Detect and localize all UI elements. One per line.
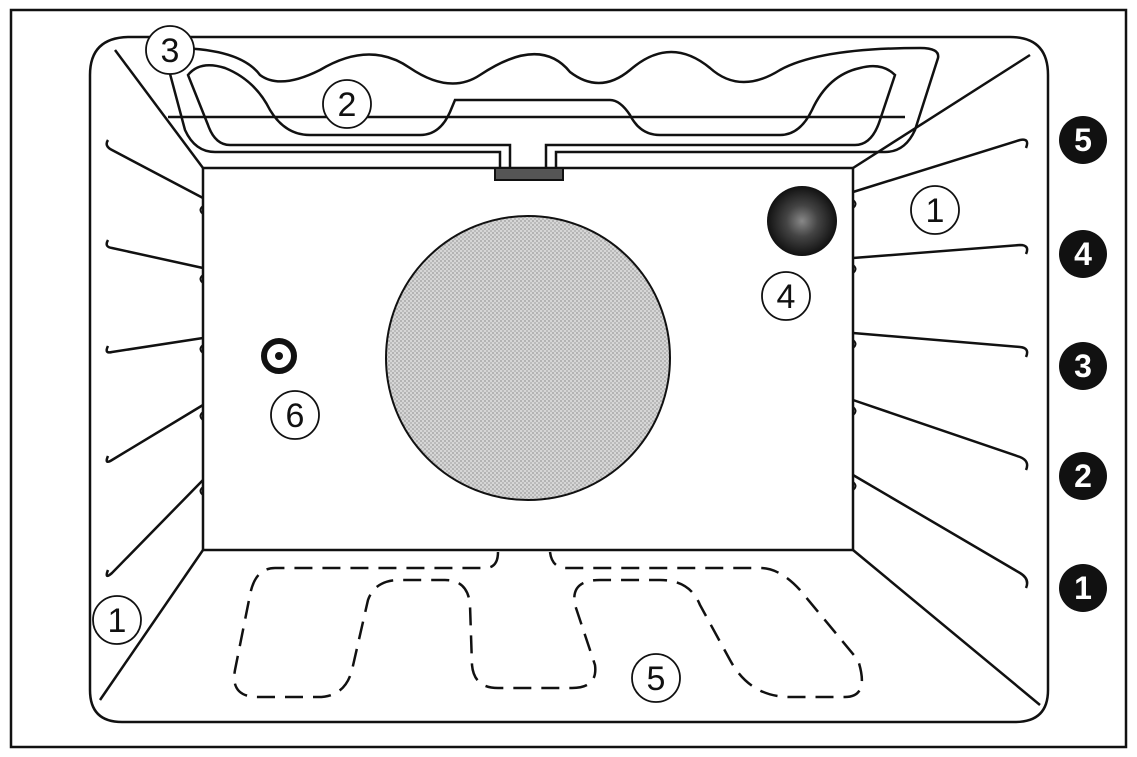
shelf-level-5: 5 xyxy=(1059,116,1107,164)
callout-5-label: 5 xyxy=(647,660,666,698)
fan-icon xyxy=(385,215,671,501)
callout-4: 4 xyxy=(761,271,811,321)
perspective-lines xyxy=(98,49,1041,706)
cavity-outline xyxy=(88,35,1050,724)
shelf-level-3: 3 xyxy=(1059,342,1107,390)
callout-1-right: 1 xyxy=(910,185,960,235)
outer-frame xyxy=(9,8,1128,749)
shelf-level-3-label: 3 xyxy=(1074,348,1092,384)
shelf-level-2: 2 xyxy=(1059,452,1107,500)
callout-1-left: 1 xyxy=(92,595,142,645)
left-rack-supports xyxy=(105,139,204,578)
callout-3: 3 xyxy=(145,25,195,75)
element-connector xyxy=(494,167,564,181)
shelf-level-1-label: 1 xyxy=(1074,570,1092,606)
shelf-level-4: 4 xyxy=(1059,230,1107,278)
callout-2-label: 2 xyxy=(338,86,357,124)
temperature-sensor-icon xyxy=(261,338,297,374)
grill-element-inner xyxy=(186,63,897,168)
callout-6-label: 6 xyxy=(286,397,305,435)
callout-6: 6 xyxy=(270,390,320,440)
callout-2: 2 xyxy=(322,79,372,129)
callout-3-label: 3 xyxy=(161,32,180,70)
callout-1-right-label: 1 xyxy=(926,192,945,230)
callout-5: 5 xyxy=(631,653,681,703)
wall-tabs xyxy=(199,199,857,496)
shelf-level-2-label: 2 xyxy=(1074,458,1092,494)
oven-lamp-icon xyxy=(767,186,837,256)
shelf-level-5-label: 5 xyxy=(1074,122,1092,158)
callout-4-label: 4 xyxy=(777,278,796,316)
shelf-level-1: 1 xyxy=(1059,564,1107,612)
shelf-level-4-label: 4 xyxy=(1074,236,1092,272)
callout-1-left-label: 1 xyxy=(108,602,127,640)
top-heating-element-outer xyxy=(163,46,940,168)
right-rack-supports xyxy=(852,138,1029,589)
bottom-heating-element xyxy=(233,551,864,699)
